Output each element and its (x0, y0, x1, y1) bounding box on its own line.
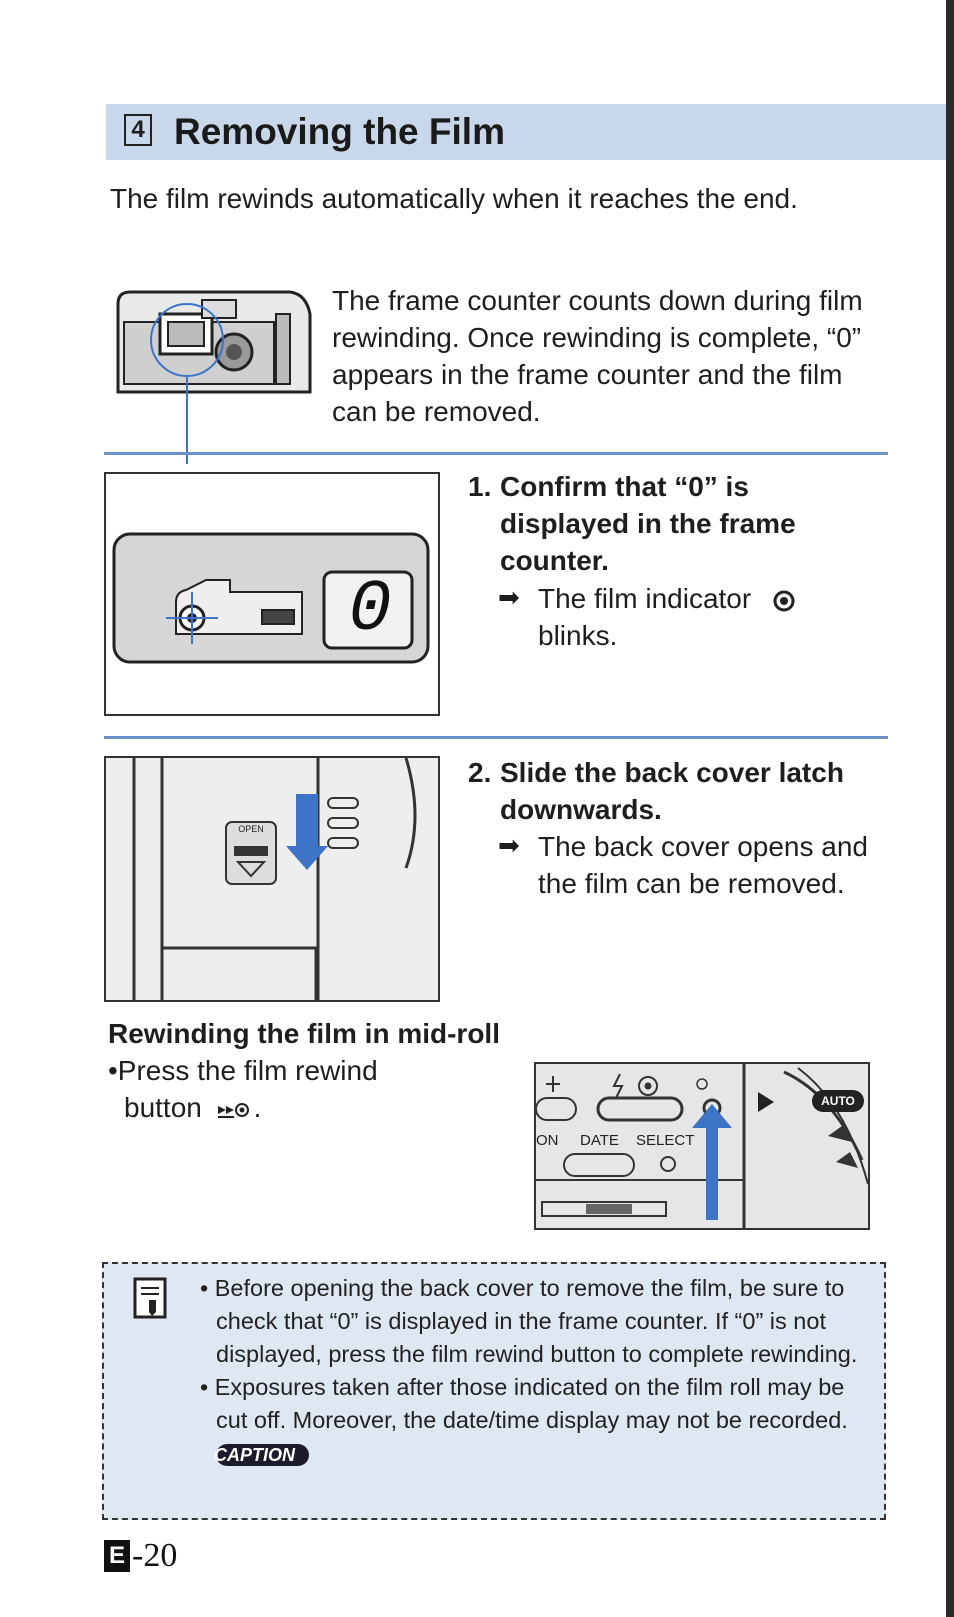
control-panel-drawing (536, 1064, 868, 1228)
divider-rule-2 (104, 736, 888, 739)
midroll-bullet-end: . (253, 1092, 262, 1123)
midroll-instruction: •Press the film rewind button . (108, 1052, 438, 1126)
step-1-result-a: The film indicator (538, 583, 752, 614)
step-2-number: 2. (468, 757, 492, 788)
section-number-box: 4 (124, 114, 152, 146)
rewind-button-icon (217, 1102, 249, 1118)
camera-back-illustration (116, 290, 312, 464)
caption-badge: CAPTION (214, 1443, 309, 1466)
section-title: Removing the Film (174, 111, 505, 152)
page-number: -20 (132, 1537, 178, 1574)
panel-label-on: ON (536, 1132, 559, 1149)
scan-edge (946, 0, 954, 1617)
midroll-bullet-b: button (124, 1092, 202, 1123)
latch-open-label: OPEN (238, 824, 264, 834)
auto-mode-label: AUTO (821, 1094, 855, 1108)
step-1-title: Confirm that “0” is displayed in the fra… (500, 471, 796, 576)
film-indicator-icon (773, 590, 795, 612)
divider-rule-1 (104, 452, 888, 455)
memo-icon (133, 1277, 167, 1319)
midroll-heading: Rewinding the film in mid-roll (108, 1018, 500, 1049)
frame-counter-explanation: The frame counter counts down during fil… (332, 285, 863, 427)
frame-counter-digit: 0 (348, 569, 392, 651)
back-cover-latch-figure: OPEN (104, 756, 440, 1002)
note-bullet-2-text: • Exposures taken after those indicated … (200, 1374, 848, 1433)
note-text: • Before opening the back cover to remov… (200, 1272, 870, 1470)
intro-text: The film rewinds automatically when it r… (110, 183, 798, 214)
lcd-panel-figure: 0 (104, 472, 440, 716)
step-1-arrow-icon: ➡ (498, 582, 520, 612)
latch-drawing (106, 758, 438, 1000)
step-1-result-b: blinks. (538, 620, 618, 651)
step-2-arrow-icon: ➡ (498, 830, 520, 860)
language-mark: E (104, 1540, 130, 1572)
midroll-bullet-a: •Press the film rewind (108, 1055, 378, 1086)
step-2-result: The back cover opens and the film can be… (538, 831, 868, 899)
step-1-number: 1. (468, 471, 492, 502)
note-bullet-1: • Before opening the back cover to remov… (200, 1275, 858, 1367)
panel-label-select: SELECT (636, 1132, 695, 1149)
step-1-result: The film indicator blinks. (538, 580, 898, 654)
lcd-panel-drawing (112, 532, 430, 664)
note-bullet-2: • Exposures taken after those indicated … (200, 1371, 870, 1470)
camera-control-panel-figure: ON DATE SELECT AUTO (534, 1062, 870, 1230)
step-2-title: Slide the back cover latch downwards. (500, 757, 844, 825)
note-box (102, 1262, 886, 1520)
section-header-bar (106, 104, 946, 160)
panel-label-date: DATE (580, 1132, 619, 1149)
